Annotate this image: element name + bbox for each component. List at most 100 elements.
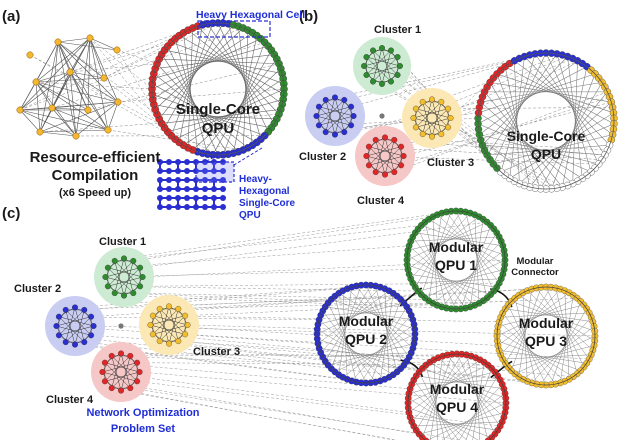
a-graph-edge [57, 41, 105, 79]
qpu4-ring-chord [408, 397, 479, 440]
c-cluster3-edge [159, 308, 186, 335]
hh-lattice-node [202, 168, 208, 174]
c-cluster2-node [62, 306, 69, 313]
qpu1-ring-chord [418, 269, 505, 292]
qpu2-ring-chord [319, 347, 407, 362]
b-mapping-line [334, 58, 520, 98]
c-cluster1-node [104, 264, 111, 271]
heavy-hex-qpu-label-line3: Single-Core [239, 198, 296, 209]
qpu1-ring-chord [421, 225, 505, 256]
c-cluster3-node [147, 322, 154, 328]
qpu1-ring-chord [410, 212, 471, 279]
c-cluster4-background [91, 342, 151, 402]
a-graph-edge [89, 37, 109, 131]
b-cluster4-label: Cluster 4 [357, 195, 405, 207]
qpu2-ring-chord [328, 343, 415, 366]
a-ring-chord [187, 28, 194, 148]
c-cluster1-edge [114, 258, 125, 294]
c-cluster1-edge [107, 267, 134, 294]
b-cluster3-node [445, 105, 452, 112]
b-cluster3-edge [413, 108, 449, 119]
panel-label-a: (a) [2, 8, 20, 25]
b-mapping-line [415, 58, 573, 128]
c-cluster1-node [121, 292, 127, 299]
b-ring-chord [493, 52, 547, 165]
a-graph-edge [19, 109, 41, 133]
hh-callout-line [233, 147, 263, 166]
hh-lattice-node [193, 204, 199, 210]
c-cluster2-edge [56, 316, 92, 327]
qpu4-ring-chord [422, 354, 453, 438]
c-cluster4-edge [111, 355, 122, 391]
b-cluster1-node [361, 63, 367, 69]
a-ring-chord [155, 27, 244, 110]
a-ring-chord [167, 99, 284, 133]
qpu4-ring-chord [447, 354, 501, 427]
a-graph-node [114, 98, 122, 106]
qpu1-ring-chord [417, 228, 457, 310]
b-ring-chord [480, 101, 573, 184]
a-graph-node [113, 46, 121, 54]
heavy-hex-qpu-label-line1: Heavy- [239, 174, 272, 185]
b-cluster2-edge [318, 115, 354, 126]
hh-lattice-node [211, 168, 217, 174]
c-cluster4-edge [104, 371, 140, 382]
c-cluster1-edge [107, 276, 143, 287]
a-mapping-line [29, 54, 172, 136]
c-mapping-line [150, 324, 498, 346]
qpu3-ring-chord [550, 301, 581, 385]
a-ring-chord [217, 22, 269, 132]
a-graph-edge [19, 71, 71, 111]
b-mapping-line [401, 96, 610, 166]
b-cluster4-node [391, 136, 398, 143]
c-cluster2-node [55, 332, 62, 339]
b-cluster3-node [445, 124, 452, 131]
qpu1-ring-chord [409, 273, 497, 288]
hh-lattice-node [184, 177, 190, 183]
qpu3-ring-chord [514, 298, 537, 385]
c-cluster4-edge [102, 371, 138, 382]
qpu2-ring-chord [379, 293, 394, 381]
compile-label-line3: (x6 Speed up) [59, 187, 131, 199]
c-cluster4-node [101, 359, 108, 366]
qpu1-ring-chord [407, 264, 491, 295]
c-cluster2-node [55, 313, 62, 320]
b-cluster1-label: Cluster 1 [374, 24, 421, 36]
qpu1-ring-chord [437, 214, 504, 275]
c-cluster2-edge [56, 325, 92, 336]
qpu3-ring-chord [522, 326, 595, 380]
qpu1-ring-chord [421, 211, 452, 295]
a-ring-chord [152, 45, 269, 79]
a-graph-edge [39, 107, 53, 133]
qpu1-ring-chord [469, 219, 484, 307]
a-graph-edge [89, 37, 105, 79]
b-cluster2-label: Cluster 2 [299, 151, 346, 163]
a-graph-edge [69, 71, 77, 137]
hh-lattice-node [166, 186, 172, 192]
b-cluster1-edge [366, 56, 392, 82]
qpu3-ring-chord [511, 287, 542, 371]
c-cluster3-edge [168, 308, 179, 344]
b-cluster3-node [438, 131, 445, 138]
a-graph-node [86, 34, 94, 42]
a-graph-node [72, 132, 80, 140]
a-graph-edge [51, 101, 119, 109]
panel-label-b: (b) [299, 8, 318, 25]
b-cluster4-edge [384, 139, 395, 175]
b-ring-chord [489, 82, 552, 189]
qpu1-ring-chord [441, 241, 502, 308]
c-cluster2-edge [58, 309, 85, 336]
hh-lattice-node [202, 159, 208, 165]
hh-lattice-node [175, 195, 181, 201]
b-cluster4-node [363, 153, 370, 159]
qpu2-ring-chord [347, 288, 414, 349]
c-cluster4-edge [104, 362, 140, 373]
b-cluster1-edge [363, 65, 398, 76]
b-cluster2-node [322, 96, 329, 103]
c-cluster2-edge [65, 309, 92, 336]
b-cluster2-node [332, 131, 338, 138]
qpu4-ring-chord [407, 364, 489, 404]
a-mapping-line [57, 41, 193, 151]
hh-lattice-node [220, 204, 226, 210]
